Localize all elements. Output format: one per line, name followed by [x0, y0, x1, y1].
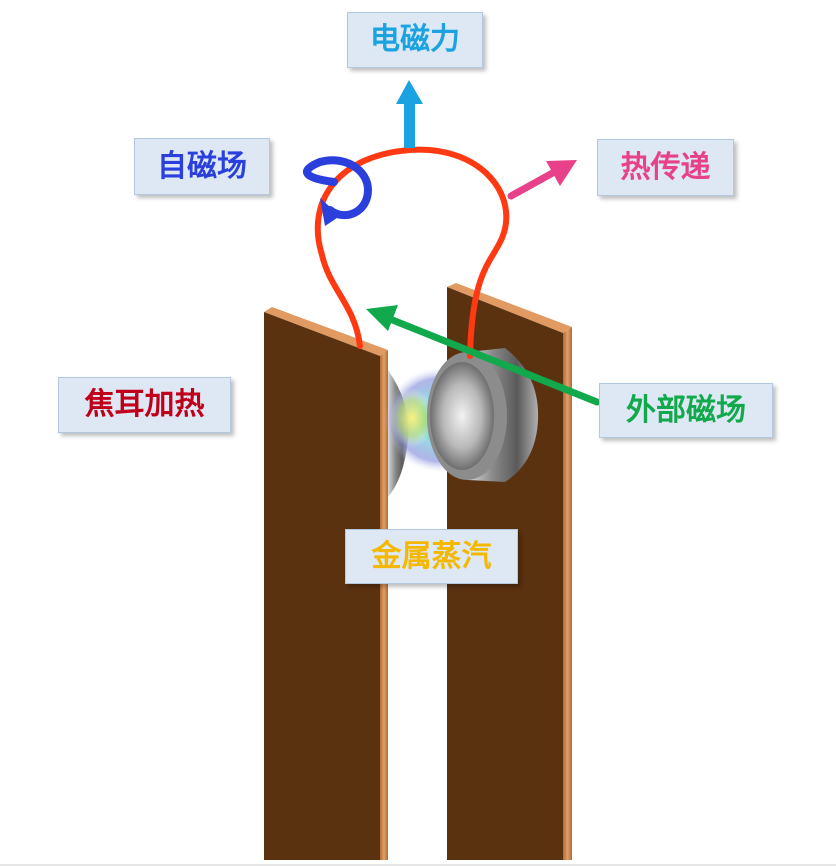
electromagnetic-force-label: 电磁力 [347, 12, 483, 68]
joule-heating-text: 焦耳加热 [84, 387, 205, 422]
external-magnetic-field-label: 外部磁场 [599, 383, 773, 438]
heat-transfer-label: 热传递 [597, 139, 734, 196]
metal-vapor-text: 金属蒸汽 [371, 538, 492, 574]
arrow-up-right-icon [507, 160, 577, 200]
heat-transfer-text: 热传递 [620, 149, 711, 185]
metal-vapor-label: 金属蒸汽 [345, 529, 518, 584]
left-electrode-face [264, 312, 380, 860]
right-electrode-side-edge [563, 327, 572, 860]
circular-arrow-icon [303, 156, 373, 226]
arrow-left-icon [366, 305, 601, 406]
bottom-divider [0, 864, 836, 866]
electromagnetic-force-text: 电磁力 [370, 22, 460, 57]
external-magnetic-field-text: 外部磁场 [626, 392, 746, 428]
self-magnetic-field-text: 自磁场 [157, 148, 247, 184]
arrow-up-icon [396, 80, 423, 148]
joule-heating-label: 焦耳加热 [58, 377, 231, 433]
arc-current-path [314, 146, 510, 359]
left-electrode-side-edge [380, 350, 388, 860]
right-contact [427, 348, 539, 482]
self-magnetic-field-label: 自磁场 [134, 138, 270, 195]
